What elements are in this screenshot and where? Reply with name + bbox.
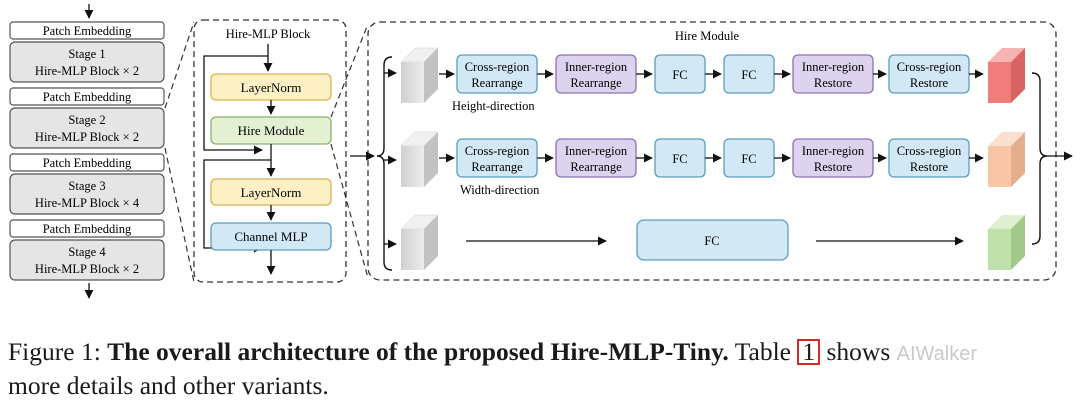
row1-inner-region-rearrange: Inner-region Rearrange: [555, 54, 637, 94]
svg-text:Stage 1: Stage 1: [68, 47, 105, 61]
svg-text:Inner-region: Inner-region: [565, 60, 628, 74]
svg-text:FC: FC: [672, 68, 687, 82]
svg-text:FC: FC: [672, 152, 687, 166]
architecture-diagram: Patch Embedding Stage 1 Hire-MLP Block ×…: [9, 4, 1073, 299]
svg-text:Patch Embedding: Patch Embedding: [43, 156, 132, 170]
svg-text:FC: FC: [741, 68, 756, 82]
svg-text:Inner-region: Inner-region: [565, 144, 628, 158]
row2-inner-region-restore: Inner-region Restore: [792, 138, 874, 178]
channel-mlp-box: Channel MLP: [210, 222, 332, 251]
svg-text:Hire-MLP Block: Hire-MLP Block: [226, 27, 311, 41]
row2-fc-1: FC: [654, 138, 706, 178]
input-brace: [376, 56, 393, 271]
hire-module-box: Hire Module: [210, 116, 332, 145]
zoom-line-module-bottom: [330, 143, 369, 279]
svg-text:Patch Embedding: Patch Embedding: [43, 24, 132, 38]
row2-inner-region-rearrange: Inner-region Rearrange: [555, 138, 637, 178]
svg-text:Hire-MLP Block × 2: Hire-MLP Block × 2: [35, 130, 139, 144]
patch-embedding-4: Patch Embedding: [9, 219, 165, 238]
output-cube-height: [988, 48, 1025, 103]
svg-text:Hire Module: Hire Module: [675, 29, 740, 43]
svg-text:Rearrange: Rearrange: [570, 160, 622, 174]
patch-embedding-3: Patch Embedding: [9, 153, 165, 172]
stage-2-box: Stage 2 Hire-MLP Block × 2: [9, 107, 165, 149]
height-direction-label: Height-direction: [452, 99, 535, 113]
svg-text:Cross-region: Cross-region: [897, 144, 962, 158]
output-cube-channel: [988, 215, 1025, 270]
zoom-line-bottom: [164, 147, 195, 283]
input-cube-2: [400, 131, 439, 187]
svg-text:LayerNorm: LayerNorm: [241, 185, 302, 200]
caption-rest: shows: [826, 337, 891, 366]
zoom-line-top: [164, 21, 195, 109]
svg-text:Cross-region: Cross-region: [465, 60, 530, 74]
svg-text:Restore: Restore: [910, 160, 949, 174]
svg-text:Hire-MLP Block × 2: Hire-MLP Block × 2: [35, 64, 139, 78]
layernorm-1: LayerNorm: [210, 73, 332, 101]
stage-1-box: Stage 1 Hire-MLP Block × 2: [9, 41, 165, 83]
row1-fc-2: FC: [723, 54, 775, 94]
hire-mlp-block: Hire-MLP Block LayerNorm Hire Module Lay…: [193, 19, 347, 283]
svg-text:Rearrange: Rearrange: [471, 76, 523, 90]
svg-text:LayerNorm: LayerNorm: [241, 80, 302, 95]
caption-table-word: Table: [734, 337, 791, 366]
svg-text:Cross-region: Cross-region: [465, 144, 530, 158]
svg-text:Stage 2: Stage 2: [68, 113, 105, 127]
output-cube-width: [988, 132, 1025, 187]
row1-cross-region-rearrange: Cross-region Rearrange: [456, 54, 538, 94]
layernorm-2: LayerNorm: [210, 178, 332, 206]
zoom-line-module-top: [330, 23, 369, 118]
svg-text:Rearrange: Rearrange: [471, 160, 523, 174]
svg-text:Stage 4: Stage 4: [68, 245, 106, 259]
svg-text:Channel MLP: Channel MLP: [234, 229, 307, 244]
svg-text:Restore: Restore: [910, 76, 949, 90]
caption-bold: The overall architecture of the proposed…: [107, 337, 729, 366]
svg-text:Cross-region: Cross-region: [897, 60, 962, 74]
svg-text:Patch Embedding: Patch Embedding: [43, 90, 132, 104]
svg-text:FC: FC: [704, 234, 719, 248]
row2-fc-2: FC: [723, 138, 775, 178]
watermark-text: AIWalker: [896, 343, 978, 365]
svg-text:Hire Module: Hire Module: [238, 123, 305, 138]
svg-text:FC: FC: [741, 152, 756, 166]
row1-inner-region-restore: Inner-region Restore: [792, 54, 874, 94]
svg-text:Stage 3: Stage 3: [68, 179, 105, 193]
patch-embedding-1: Patch Embedding: [9, 21, 165, 40]
svg-text:Rearrange: Rearrange: [570, 76, 622, 90]
row2-cross-region-restore: Cross-region Restore: [888, 138, 970, 178]
input-cube-1: [400, 47, 439, 103]
svg-text:Hire-MLP Block × 4: Hire-MLP Block × 4: [35, 196, 140, 210]
caption-line2: more details and other variants.: [8, 371, 329, 400]
row1-cross-region-restore: Cross-region Restore: [888, 54, 970, 94]
width-direction-label: Width-direction: [460, 183, 540, 197]
stages-column: Patch Embedding Stage 1 Hire-MLP Block ×…: [9, 4, 165, 299]
svg-text:Patch Embedding: Patch Embedding: [43, 222, 132, 236]
svg-text:Restore: Restore: [814, 76, 853, 90]
patch-embedding-2: Patch Embedding: [9, 87, 165, 106]
stage-4-box: Stage 4 Hire-MLP Block × 2: [9, 239, 165, 281]
row1-fc-1: FC: [654, 54, 706, 94]
svg-text:Inner-region: Inner-region: [802, 60, 865, 74]
figure-caption: Figure 1: The overall architecture of th…: [8, 336, 1072, 401]
table-reference-link[interactable]: 1: [797, 339, 821, 365]
hire-module-panel: Hire Module Cross-region Rearrange: [350, 21, 1073, 281]
input-cube-3: [400, 214, 439, 270]
svg-text:Restore: Restore: [814, 160, 853, 174]
svg-text:Hire-MLP Block × 2: Hire-MLP Block × 2: [35, 262, 139, 276]
output-brace: [1031, 72, 1048, 245]
stage-3-box: Stage 3 Hire-MLP Block × 4: [9, 173, 165, 215]
caption-prefix: Figure 1:: [8, 337, 101, 366]
svg-text:Inner-region: Inner-region: [802, 144, 865, 158]
row3-fc: FC: [636, 219, 789, 261]
row2-cross-region-rearrange: Cross-region Rearrange: [456, 138, 538, 178]
